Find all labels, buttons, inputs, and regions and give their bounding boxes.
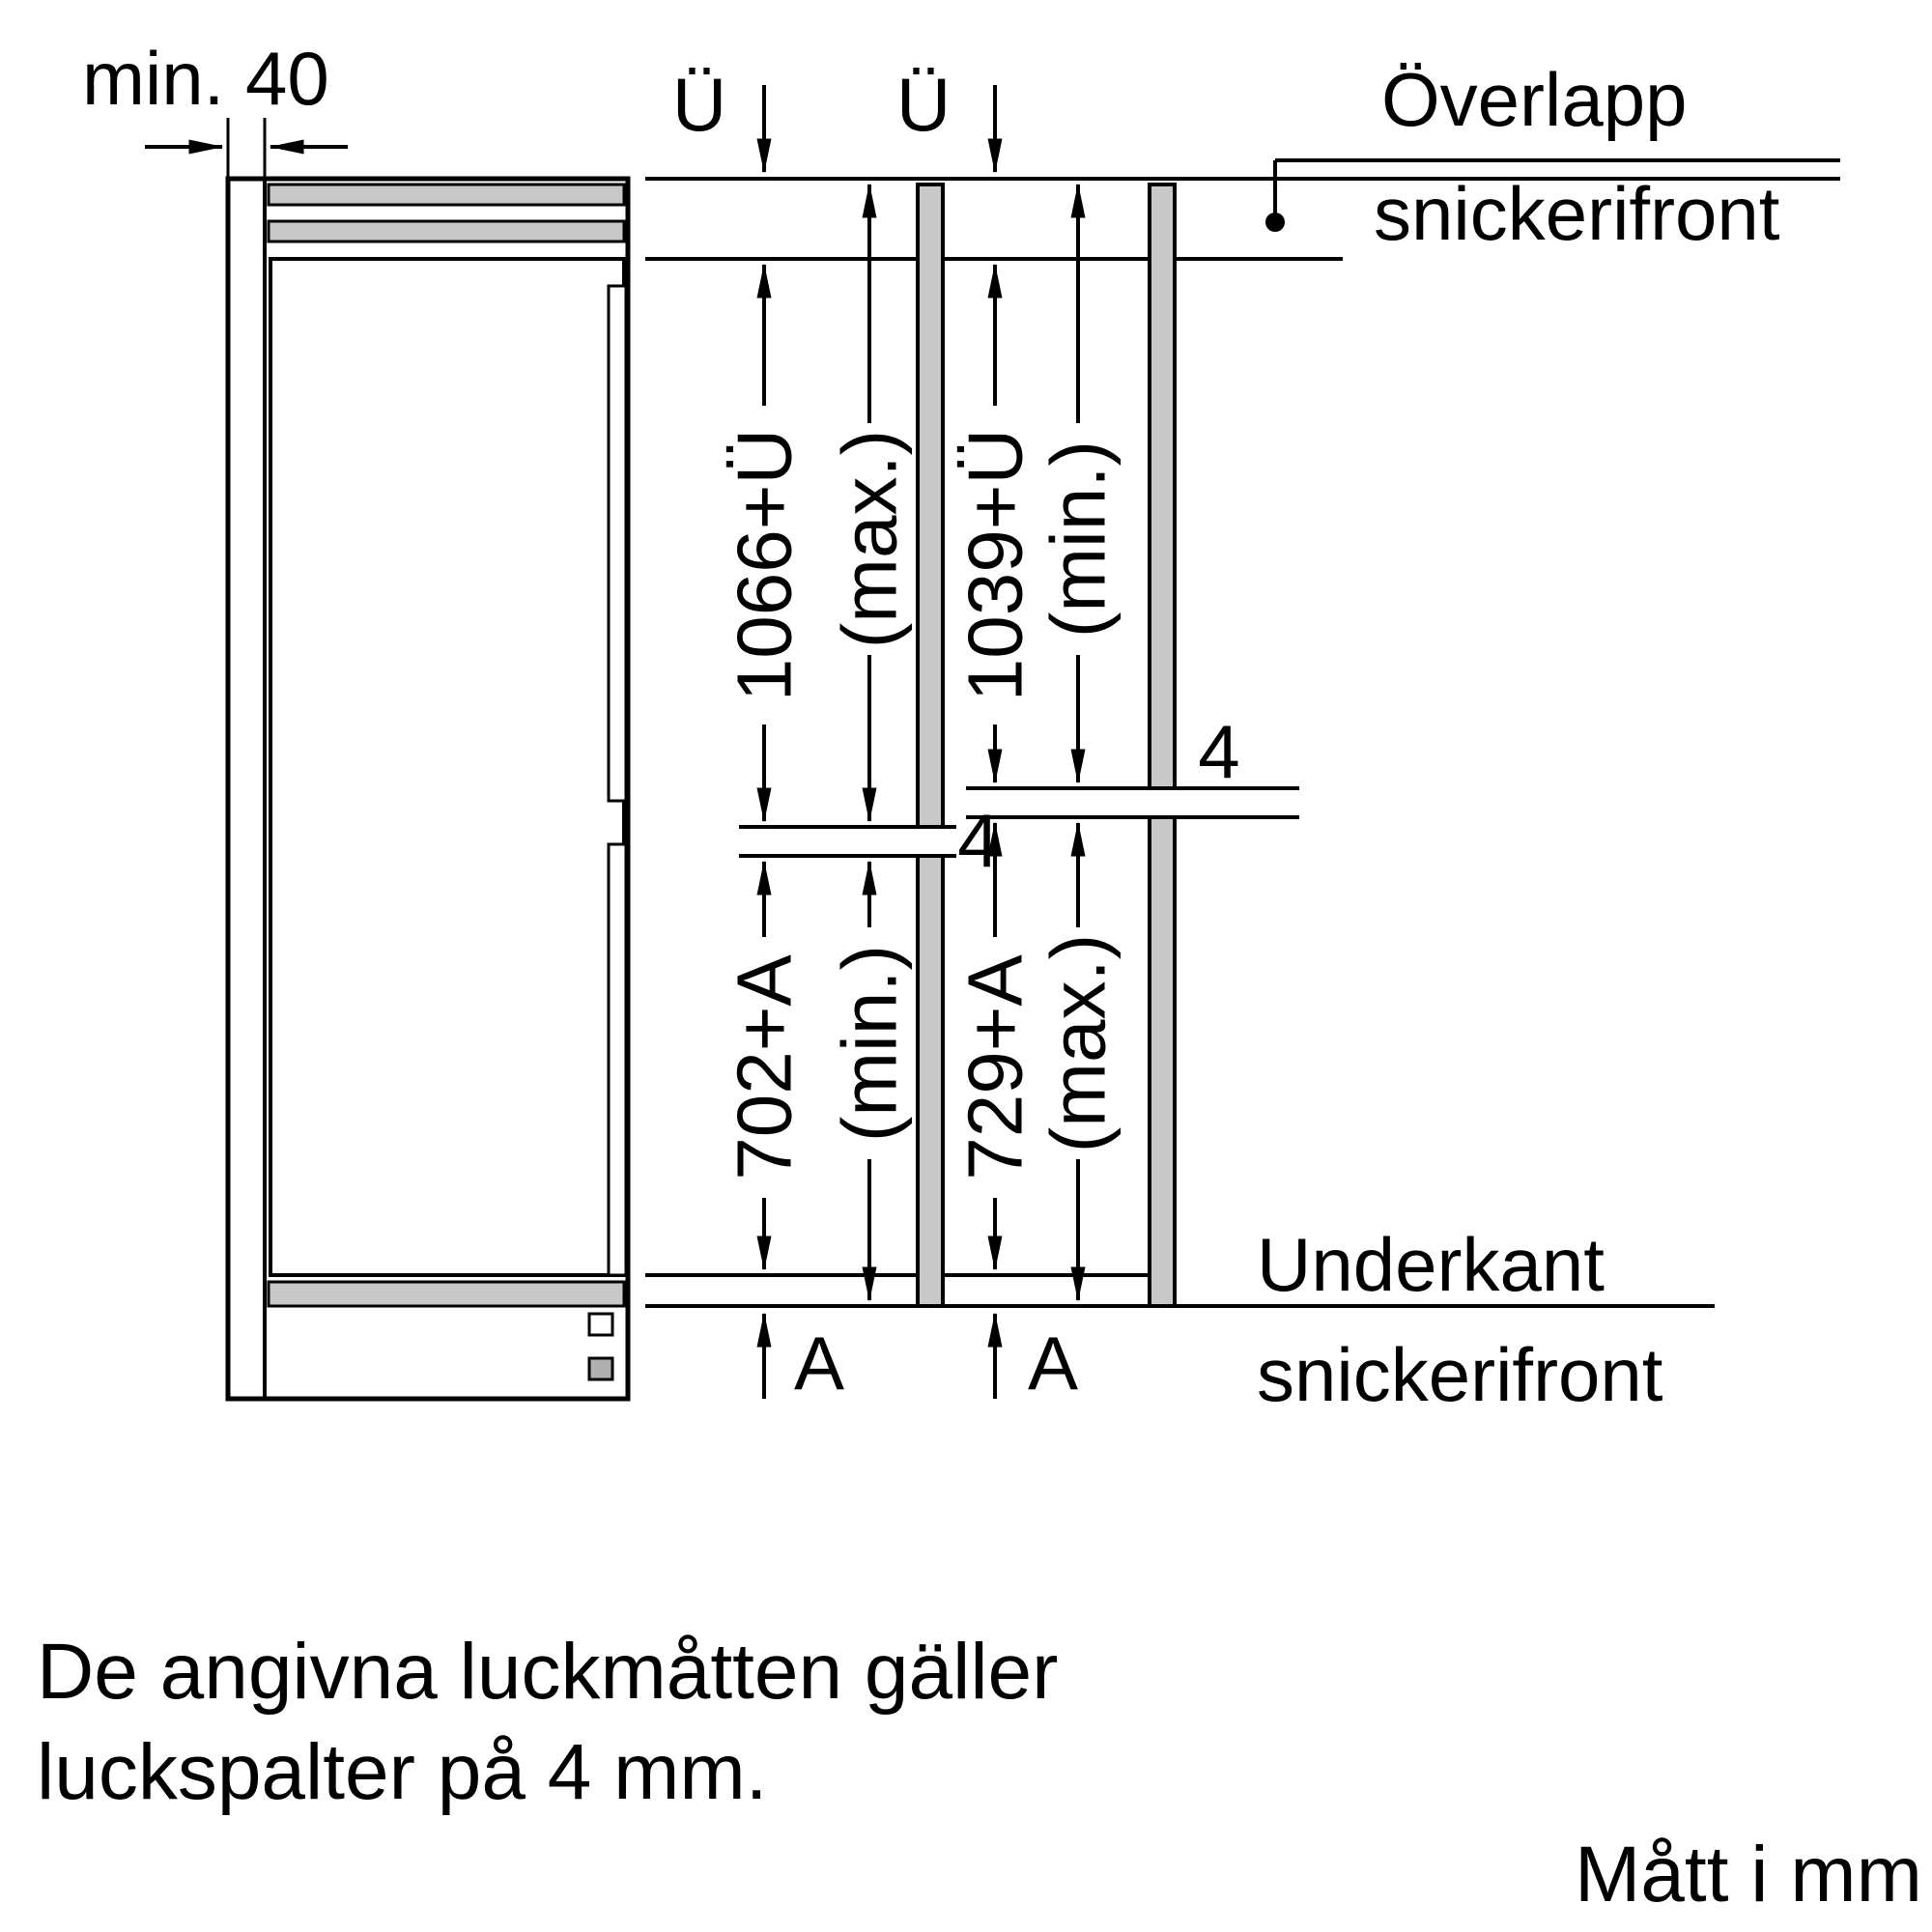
top-frame-strip-2 (267, 219, 626, 243)
gap-label-2: 4 (1198, 709, 1239, 794)
panel-right-upper (1148, 183, 1177, 790)
reference-lines (645, 158, 1840, 1308)
bottom-frame-strip (267, 1280, 626, 1308)
panel-left-upper (916, 183, 945, 829)
dim-upper-right-value: 1039+Ü (952, 429, 1038, 701)
base-detail-2 (587, 1356, 614, 1381)
bottom-caption-line1: Underkant (1257, 1222, 1605, 1307)
dim-lower-right-qualifier: (max.) (1036, 934, 1122, 1153)
overlap-caption-line2: snickerifront (1374, 171, 1780, 256)
cabinet-housing (225, 176, 631, 1402)
panel-right-lower (1148, 815, 1177, 1308)
base-detail-1 (587, 1312, 614, 1337)
overlap-leader-dot (1265, 213, 1285, 232)
dim-upper-left-qualifier: (max.) (827, 430, 913, 649)
bottom-symbol-2: A (1028, 1321, 1078, 1406)
dimension-text-masks (725, 406, 1117, 1198)
dim-upper-right-qualifier: (min.) (1036, 440, 1122, 638)
dim-lower-left-value: 702+A (722, 954, 808, 1180)
overlap-caption-line1: Överlapp (1381, 57, 1688, 142)
gap-label-1: 4 (957, 798, 999, 883)
dim-upper-left-value: 1066+Ü (722, 429, 808, 701)
min-clearance-label: min. 40 (82, 36, 329, 121)
door-hinge-strip-lower (607, 842, 628, 1277)
dim-lower-left-qualifier: (min.) (827, 945, 913, 1142)
panel-left-lower (916, 854, 945, 1308)
footnote-line1: De angivna luckmåtten gäller (37, 1628, 1058, 1716)
top-frame-strip-1 (267, 183, 626, 207)
dim-lower-right-value: 729+A (952, 954, 1038, 1180)
overlap-symbol-1: Ü (672, 62, 726, 147)
door-hinge-strip-upper (607, 284, 628, 803)
bottom-symbol-1: A (794, 1321, 844, 1406)
furniture-front-panels (916, 183, 1177, 1308)
appliance-door (269, 257, 626, 1277)
overlap-symbol-2: Ü (896, 62, 951, 147)
footnote-line2: luckspalter på 4 mm. (37, 1728, 768, 1816)
bottom-caption-line2: snickerifront (1257, 1332, 1663, 1417)
units-note: Mått i mm (1575, 1831, 1922, 1918)
